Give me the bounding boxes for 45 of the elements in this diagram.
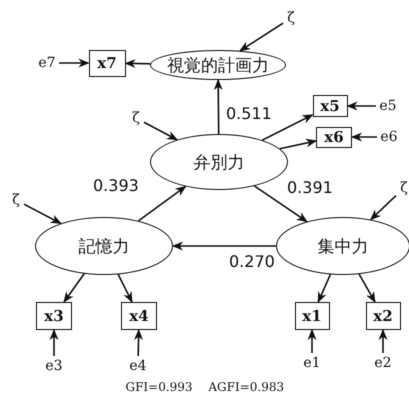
- error-term-label: e4: [128, 358, 148, 374]
- error-term-label: e5: [378, 98, 398, 114]
- error-term-label: ζ: [398, 180, 409, 196]
- error-term-label: e2: [373, 355, 393, 371]
- path-arrow: [262, 114, 314, 141]
- path-arrow: [346, 102, 376, 110]
- path-arrow: [124, 59, 150, 68]
- latent-variable-ellipse: 記憶力: [35, 217, 173, 275]
- path-arrow: [254, 185, 308, 222]
- path-arrow: [317, 274, 332, 304]
- observed-variable-box: x7: [88, 50, 126, 76]
- observed-variable-box: x5: [312, 95, 348, 117]
- path-arrow: [24, 203, 62, 224]
- error-term-label: ζ: [285, 10, 297, 26]
- path-arrow: [214, 78, 223, 134]
- latent-variable-ellipse: 集中力: [276, 217, 409, 275]
- observed-variable-box: x1: [294, 302, 330, 330]
- observed-variable-box: x6: [316, 126, 352, 148]
- error-term-label: ζ: [130, 110, 142, 126]
- latent-variable-ellipse: 視覚的計画力: [150, 50, 286, 80]
- path-arrow: [308, 328, 316, 353]
- path-arrow: [280, 138, 318, 150]
- error-term-label: e3: [44, 358, 64, 374]
- path-arrow: [144, 122, 178, 140]
- path-arrow: [117, 274, 133, 303]
- path-arrow: [63, 273, 85, 303]
- path-arrow: [239, 22, 284, 52]
- observed-variable-box: x2: [366, 302, 400, 330]
- path-arrow: [358, 274, 376, 303]
- observed-variable-box: x3: [36, 302, 72, 330]
- error-term-label: ζ: [10, 192, 22, 208]
- fit-index-caption: GFI=0.993 AGFI=0.983: [126, 380, 284, 394]
- path-arrow: [370, 195, 397, 220]
- path-arrow: [172, 242, 276, 250]
- observed-variable-box: x4: [121, 302, 157, 330]
- path-arrow: [350, 132, 377, 142]
- path-arrow: [134, 328, 143, 356]
- path-arrow: [378, 328, 388, 353]
- error-term-label: e7: [37, 55, 57, 71]
- path-arrow: [50, 328, 58, 356]
- path-arrow: [138, 186, 186, 222]
- error-term-label: e6: [379, 129, 399, 145]
- latent-variable-ellipse: 弁別力: [150, 134, 288, 190]
- error-term-label: e1: [302, 355, 322, 371]
- path-arrow: [59, 58, 90, 68]
